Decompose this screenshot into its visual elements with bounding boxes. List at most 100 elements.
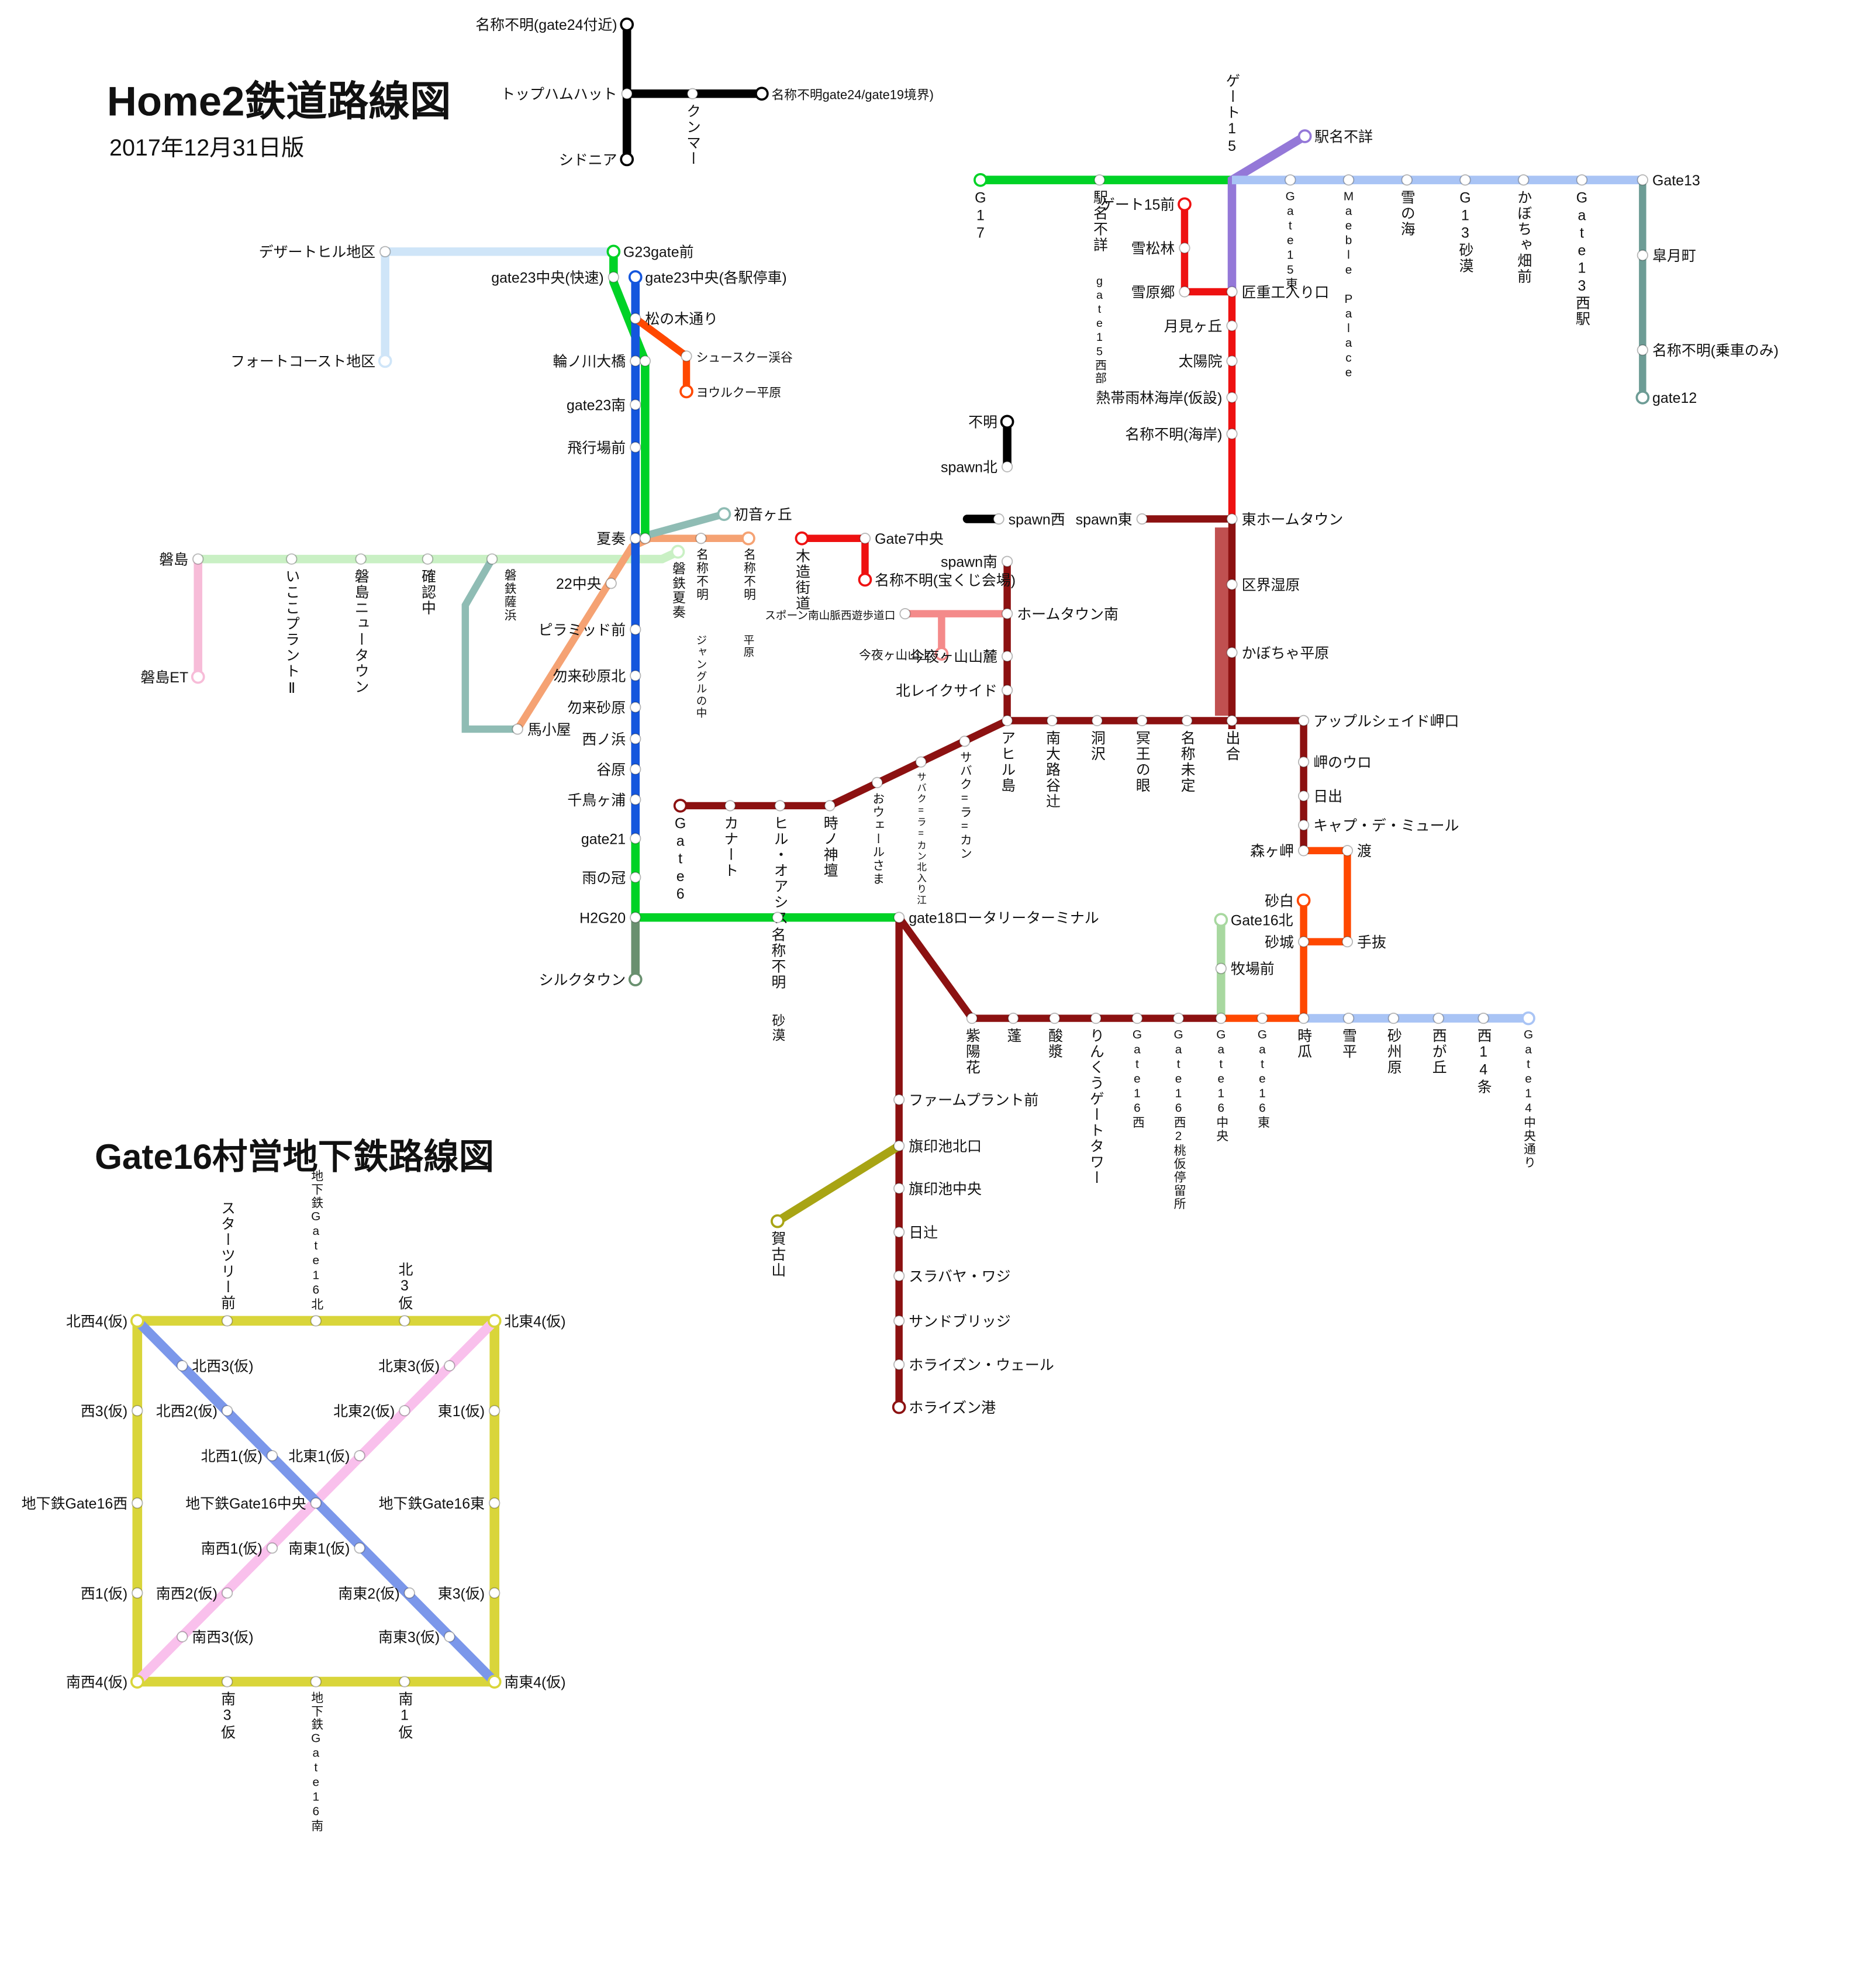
station-label: サバク=ラ=カン [958, 751, 971, 860]
station-dot [1637, 174, 1649, 186]
station-dot [630, 669, 641, 682]
station-label: 砂城 [1265, 934, 1294, 951]
station-label: 日出 [1313, 789, 1342, 805]
station-dot [621, 88, 633, 99]
station-label: 南3仮 [219, 1692, 236, 1741]
station-dot [681, 350, 692, 362]
station-label: アップルシェイド岬口 [1313, 713, 1459, 730]
station-label: 南東1(仮) [288, 1541, 350, 1557]
station-label: gate23南 [567, 398, 626, 414]
station-dot [512, 723, 523, 735]
station-dot [1342, 174, 1355, 186]
station-dot [489, 1497, 500, 1509]
station-dot [1387, 1012, 1400, 1024]
station-dot [1297, 756, 1310, 768]
station-label: トップハムハット [500, 87, 617, 103]
station-dot [630, 441, 641, 453]
station-dot [1401, 174, 1413, 186]
station-label: いここプラントⅡ [284, 569, 300, 698]
main-map-title: Home2鉄道路線図 [107, 78, 451, 125]
station-dot [724, 800, 736, 812]
station-dot [1297, 715, 1310, 727]
main-line-hatsune-teal [634, 510, 726, 542]
station-label: 東ホームタウン [1242, 512, 1344, 528]
station-dot [1007, 1012, 1019, 1024]
station-dot [1226, 428, 1238, 440]
station-dot [1178, 197, 1192, 212]
station-label: おウェールさま [871, 792, 884, 886]
station-label: 地下鉄Gate16西 [22, 1496, 127, 1512]
station-label: ファームプラント前 [909, 1092, 1038, 1109]
station-dot [1001, 684, 1013, 696]
station-dot [1635, 390, 1650, 405]
station-label: ホライズン・ウェール [909, 1357, 1054, 1373]
station-label: 紫陽花 [964, 1028, 980, 1075]
station-label: spawn西 [1009, 512, 1065, 528]
station-dot [630, 701, 641, 713]
station-dot [755, 87, 769, 101]
station-label: 地下鉄Gate16南 [309, 1692, 323, 1833]
station-label: フォートコースト地区 [230, 354, 375, 370]
station-label: クンマー [684, 103, 700, 167]
station-label: 地下鉄Gate16中央 [185, 1496, 306, 1512]
station-label: G13砂漠 [1457, 189, 1473, 274]
station-dot [1256, 1012, 1268, 1024]
station-dot [671, 544, 685, 559]
station-dot [630, 355, 641, 367]
station-dot [893, 1140, 905, 1152]
station-dot [1432, 1012, 1444, 1024]
station-dot [355, 553, 367, 565]
main-line-iwashima-palegreen [198, 548, 680, 564]
station-label: ヒル・オアシス [772, 816, 788, 926]
station-label: キャプ・デ・ミュール [1313, 818, 1459, 834]
station-label: サンドブリッジ [909, 1313, 1010, 1330]
station-label: 皐月町 [1652, 248, 1696, 264]
station-label: 日辻 [909, 1225, 938, 1241]
main-line-g23-green [609, 251, 650, 539]
station-dot [893, 1270, 905, 1282]
map-annotation-label: 平原 [742, 634, 754, 659]
station-dot [1001, 608, 1013, 620]
station-dot [892, 1400, 906, 1414]
station-label: 夏奏 [596, 531, 626, 547]
station-dot [130, 1314, 144, 1328]
station-label: 南西2(仮) [156, 1586, 218, 1602]
station-label: 月見ヶ丘 [1164, 318, 1223, 334]
station-label: 北西1(仮) [201, 1448, 263, 1465]
station-label: gate23中央(各駅停車) [645, 270, 786, 286]
station-label: Gate16北 [1231, 913, 1293, 929]
station-dot [1342, 1012, 1355, 1024]
station-dot [422, 553, 434, 565]
station-label: 北西3(仮) [192, 1358, 253, 1375]
station-dot [893, 1359, 905, 1371]
station-label: Gate15東 [1283, 189, 1297, 291]
station-dot [859, 533, 871, 544]
station-label: gate21 [581, 831, 626, 847]
main-line-gate7-red [802, 534, 869, 580]
station-dot [1090, 1012, 1102, 1024]
station-label: ホームタウン南 [1017, 606, 1119, 623]
station-dot [130, 1675, 144, 1689]
station-dot [444, 1360, 455, 1372]
station-dot [286, 553, 298, 565]
station-label: 名称不明(海岸) [1125, 426, 1222, 443]
station-dot [893, 1226, 905, 1238]
station-label: 雪松林 [1131, 241, 1175, 257]
station-label: 雨の冠 [582, 870, 626, 886]
station-dot [192, 553, 204, 565]
station-label: 北西2(仮) [156, 1403, 218, 1420]
station-label: スポーン南山脈西遊歩道口 [765, 609, 895, 622]
station-label: 雪原郷 [1131, 284, 1175, 301]
station-dot [379, 246, 391, 258]
station-label: 西1(仮) [81, 1586, 127, 1602]
station-dot [628, 972, 643, 986]
station-label: 名称不明gate24/gate19境界) [771, 88, 933, 102]
station-dot [606, 244, 621, 259]
station-label: 太陽院 [1179, 354, 1223, 370]
station-label: 勿来砂原 [567, 700, 626, 716]
station-label: 磐鉄薩浜 [502, 569, 516, 622]
station-dot [354, 1542, 365, 1554]
station-dot [489, 1587, 500, 1599]
station-dot [399, 1405, 410, 1417]
station-label: Gate16西 [1130, 1028, 1144, 1129]
